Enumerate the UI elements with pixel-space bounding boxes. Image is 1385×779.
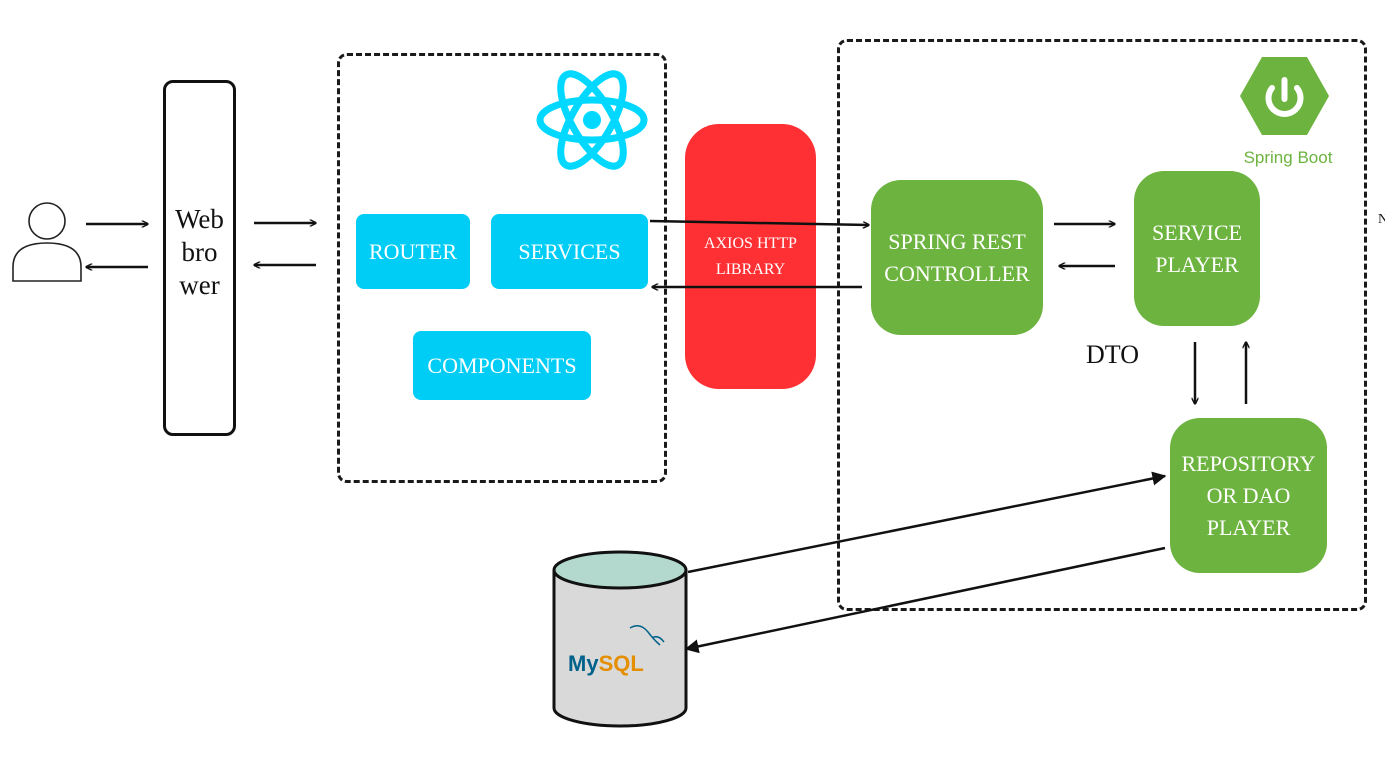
mysql-logo-sql: SQL [599,651,644,676]
browser-label-line-3: wer [179,270,220,300]
dto-label: DTO [1086,340,1139,369]
components-label: COMPONENTS [427,352,577,378]
axios-label-line-2: LIBRARY [715,260,786,278]
repository-label-line-3: PLAYER [1206,514,1291,540]
components-box: COMPONENTS [413,331,591,400]
controller-label-line-2: CONTROLLER [884,260,1030,286]
mysql-logo-text: MySQL [568,651,644,676]
mysql-dolphin [629,625,665,646]
router-label: ROUTER [369,238,457,264]
router-box: ROUTER [356,214,470,289]
mysql-logo-my: My [568,651,599,676]
browser-label-line-2: bro [181,237,218,267]
repository-dao-player-box: REPOSITORY OR DAO PLAYER [1170,418,1327,573]
controller-label-line-1: SPRING REST [888,228,1026,254]
repository-label-line-2: OR DAO [1206,482,1291,508]
web-browser-box: Web bro wer [163,80,236,436]
spring-boot-label: Spring Boot [1243,148,1333,167]
browser-label-line-1: Web [175,204,224,234]
repository-label-line-1: REPOSITORY [1181,450,1316,476]
mysql-database-icon: MySQL [552,550,688,728]
axios-label-line-1: AXIOS HTTP [704,234,797,252]
service-label-line-1: SERVICE [1152,219,1242,245]
services-box: SERVICES [491,214,648,289]
spring-rest-controller-box: SPRING REST CONTROLLER [871,180,1043,335]
stray-mark: N [1378,212,1385,227]
axios-http-library-box: AXIOS HTTP LIBRARY [685,124,816,389]
services-label: SERVICES [518,238,621,264]
user-icon [12,202,82,282]
service-player-box: SERVICE PLAYER [1134,171,1260,326]
service-label-line-2: PLAYER [1155,251,1239,277]
frontend-container [337,53,667,483]
